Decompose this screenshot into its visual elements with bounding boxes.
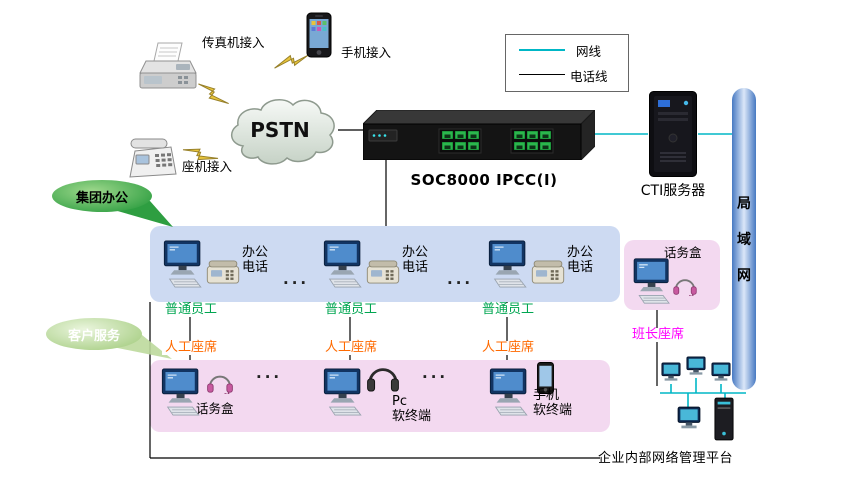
pstn-cloud: PSTN xyxy=(231,98,335,165)
office-phone-line1: 办公 xyxy=(402,245,429,260)
office-phone-line1: 办公 xyxy=(242,245,269,260)
pc-terminal-line1: Pc xyxy=(392,394,407,409)
headset-icon xyxy=(672,276,698,296)
pstn-label: PSTN xyxy=(250,118,309,142)
lan-char: 局 xyxy=(737,196,751,212)
desk-phone-icon xyxy=(206,260,240,284)
pc-terminal-line2: 软终端 xyxy=(392,409,432,424)
mobile-access-label: 手机接入 xyxy=(341,45,392,60)
customer-service-callout: 客户服务 xyxy=(46,318,142,350)
ellipsis: ··· xyxy=(283,274,310,292)
ipcc-device-label: SOC8000 IPCC(I) xyxy=(410,171,558,189)
fax-access-label: 传真机接入 xyxy=(202,35,265,50)
mgmt-platform-label: 企业内部网络管理平台 xyxy=(598,451,734,466)
agent-seat-label: 人工座席 xyxy=(479,341,537,355)
mobile-terminal-monitor-icon xyxy=(488,368,530,416)
monitor-seat-label: 班长座席 xyxy=(629,328,687,342)
cti-server-label: CTI服务器 xyxy=(640,183,706,199)
cti-server-icon xyxy=(649,91,697,177)
lan-char: 域 xyxy=(737,232,751,248)
lightning-bolt-icon xyxy=(274,44,309,80)
workstation-monitor-icon xyxy=(162,240,204,288)
headset-icon xyxy=(206,372,234,394)
net-line-label: 网线 xyxy=(576,44,602,59)
mobile-terminal-label: 手机 软终端 xyxy=(533,388,572,418)
fax-icon xyxy=(136,40,200,92)
desk-phone-icon xyxy=(531,260,565,284)
group-office-label: 集团办公 xyxy=(75,190,128,206)
legend-box: 网线 电话线 xyxy=(505,34,629,92)
agent-seat-label: 人工座席 xyxy=(322,341,380,355)
customer-service-label: 客户服务 xyxy=(67,328,120,344)
ellipsis: ··· xyxy=(256,368,283,386)
server-tower-icon xyxy=(714,397,734,441)
headphone-icon xyxy=(366,364,400,392)
soft-terminal-panel xyxy=(150,360,610,432)
office-phone-line2: 电话 xyxy=(402,260,429,275)
mini-pc-icon xyxy=(660,362,682,382)
workstation-monitor-icon xyxy=(487,240,529,288)
agent-seat-label: 人工座席 xyxy=(162,341,220,355)
desk-phone-icon xyxy=(366,260,400,284)
lan-char: 网 xyxy=(737,268,751,284)
landline-phone-icon xyxy=(128,136,178,180)
office-phone-line2: 电话 xyxy=(567,260,594,275)
mobile-terminal-line2: 软终端 xyxy=(533,403,573,418)
phone-line-sample xyxy=(519,74,565,75)
group-office-callout: 集团办公 xyxy=(52,180,152,212)
phone-line-label: 电话线 xyxy=(570,69,608,84)
pc-terminal-monitor-icon xyxy=(322,368,364,416)
mobile-terminal-line1: 手机 xyxy=(533,388,560,403)
net-lines xyxy=(595,133,746,407)
office-phone-line2: 电话 xyxy=(242,260,269,275)
office-phone-label: 办公 电话 xyxy=(567,245,593,275)
callbox-label: 话务盒 xyxy=(664,245,702,260)
port-banks xyxy=(438,128,554,154)
ipcc-device-icon xyxy=(363,110,595,160)
office-phone-label: 办公 电话 xyxy=(402,245,428,275)
softterm-callbox-label: 话务盒 xyxy=(196,401,234,416)
mobile-phone-icon xyxy=(306,12,332,58)
staff-label: 普通员工 xyxy=(479,303,537,317)
landline-access-label: 座机接入 xyxy=(182,159,233,174)
staff-label: 普通员工 xyxy=(322,303,380,317)
mini-pc-icon xyxy=(685,356,707,376)
office-phone-line1: 办公 xyxy=(567,245,594,260)
ellipsis: ··· xyxy=(422,368,449,386)
mini-pc-icon xyxy=(710,362,732,382)
pc-terminal-label: Pc 软终端 xyxy=(392,394,431,424)
ellipsis: ··· xyxy=(447,274,474,292)
lan-bar: 局 域 网 xyxy=(732,88,756,390)
callbox-monitor-icon xyxy=(632,258,672,304)
mini-pc-icon xyxy=(676,406,702,430)
office-phone-label: 办公 电话 xyxy=(242,245,268,275)
staff-label: 普通员工 xyxy=(162,303,220,317)
workstation-monitor-icon xyxy=(322,240,364,288)
net-line-sample xyxy=(519,49,565,51)
